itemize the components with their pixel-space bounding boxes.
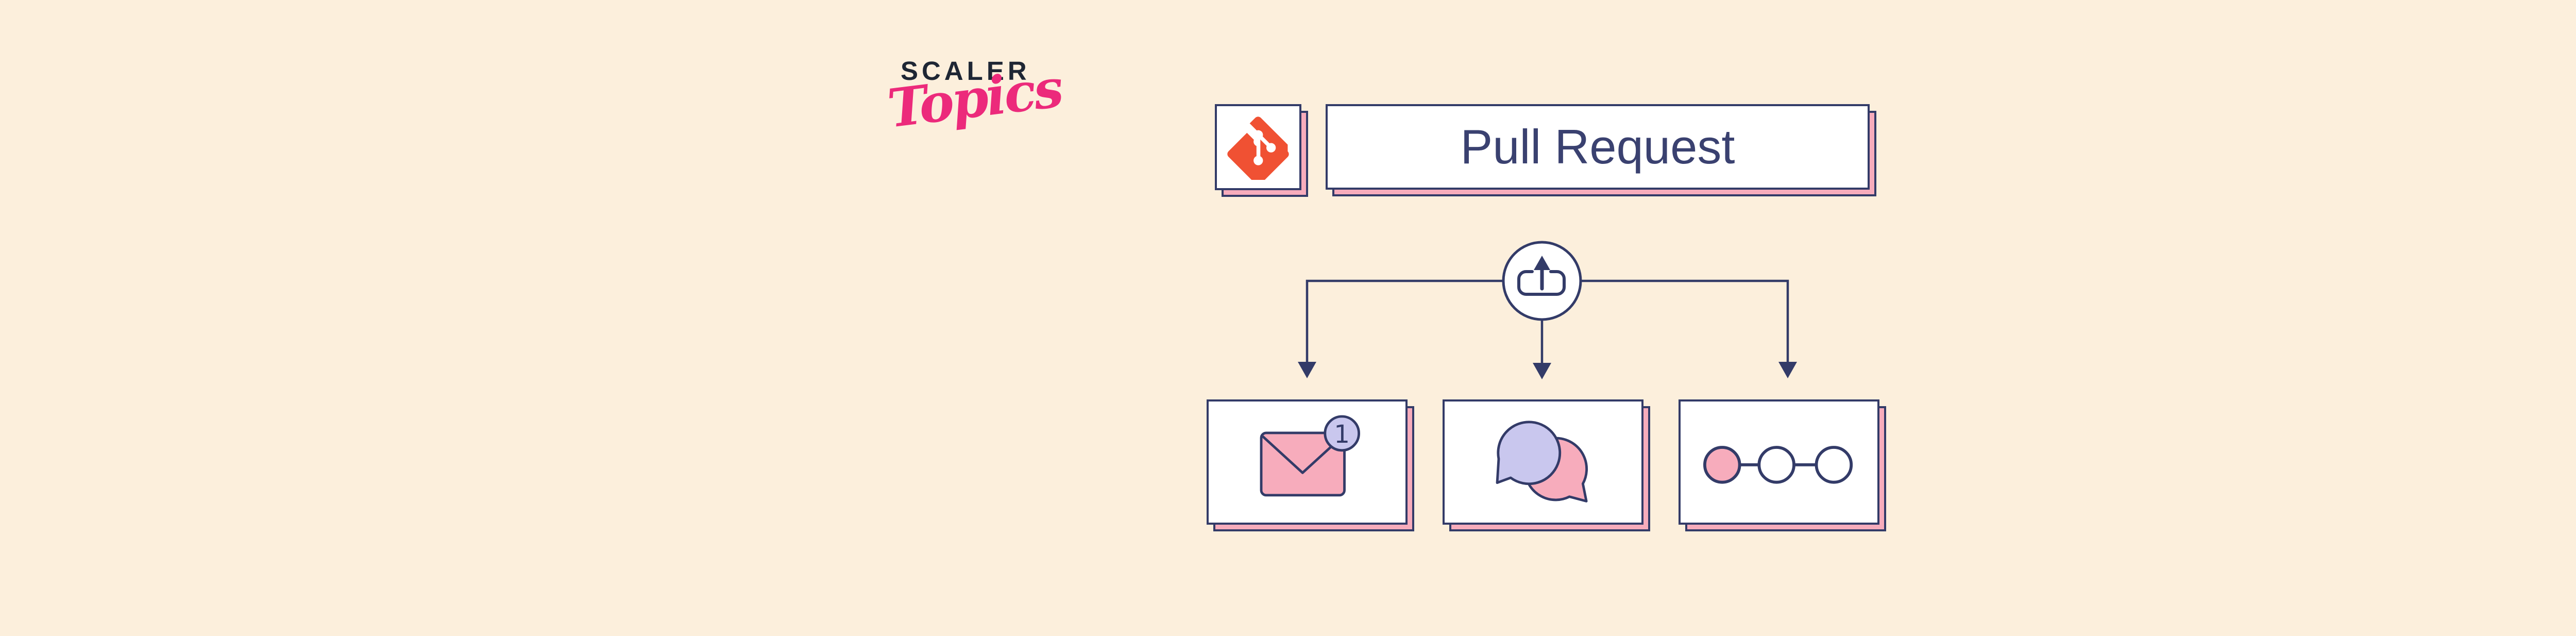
pull-request-node-face: Pull Request (1326, 104, 1870, 190)
discussion-node-face (1443, 399, 1643, 525)
pull-request-node: Pull Request (1326, 104, 1876, 196)
logo-wordmark-scaler: SCALER (901, 56, 1030, 86)
badge-count: 1 (1334, 420, 1350, 449)
arrowhead-middle (1533, 363, 1551, 379)
scaler-topics-logo: SCALER Topics (885, 52, 1065, 165)
git-node-face (1215, 104, 1301, 190)
commit-dots-icon (1703, 446, 1853, 484)
chat-bubble-lavender (1496, 421, 1562, 486)
envelope-icon (1260, 431, 1346, 497)
git-icon (1227, 116, 1289, 180)
commits-node (1679, 399, 1886, 531)
mail-notification-icon: 1 (1260, 415, 1360, 497)
discussion-node (1443, 399, 1650, 531)
share-hub (1502, 241, 1582, 321)
notification-badge: 1 (1324, 415, 1360, 452)
commits-node-face (1679, 399, 1879, 525)
notification-node: 1 (1207, 399, 1414, 531)
share-upload-icon (1517, 256, 1566, 296)
arrowhead-right (1778, 362, 1797, 378)
commit-dot-filled (1703, 446, 1741, 484)
commit-dot-empty-1 (1757, 446, 1795, 484)
pull-request-title: Pull Request (1460, 120, 1735, 174)
arrowhead-left (1298, 362, 1316, 378)
commit-dot-empty-2 (1815, 446, 1853, 484)
chat-bubbles-icon (1496, 421, 1588, 503)
git-node (1215, 104, 1308, 197)
notification-node-face: 1 (1207, 399, 1408, 525)
